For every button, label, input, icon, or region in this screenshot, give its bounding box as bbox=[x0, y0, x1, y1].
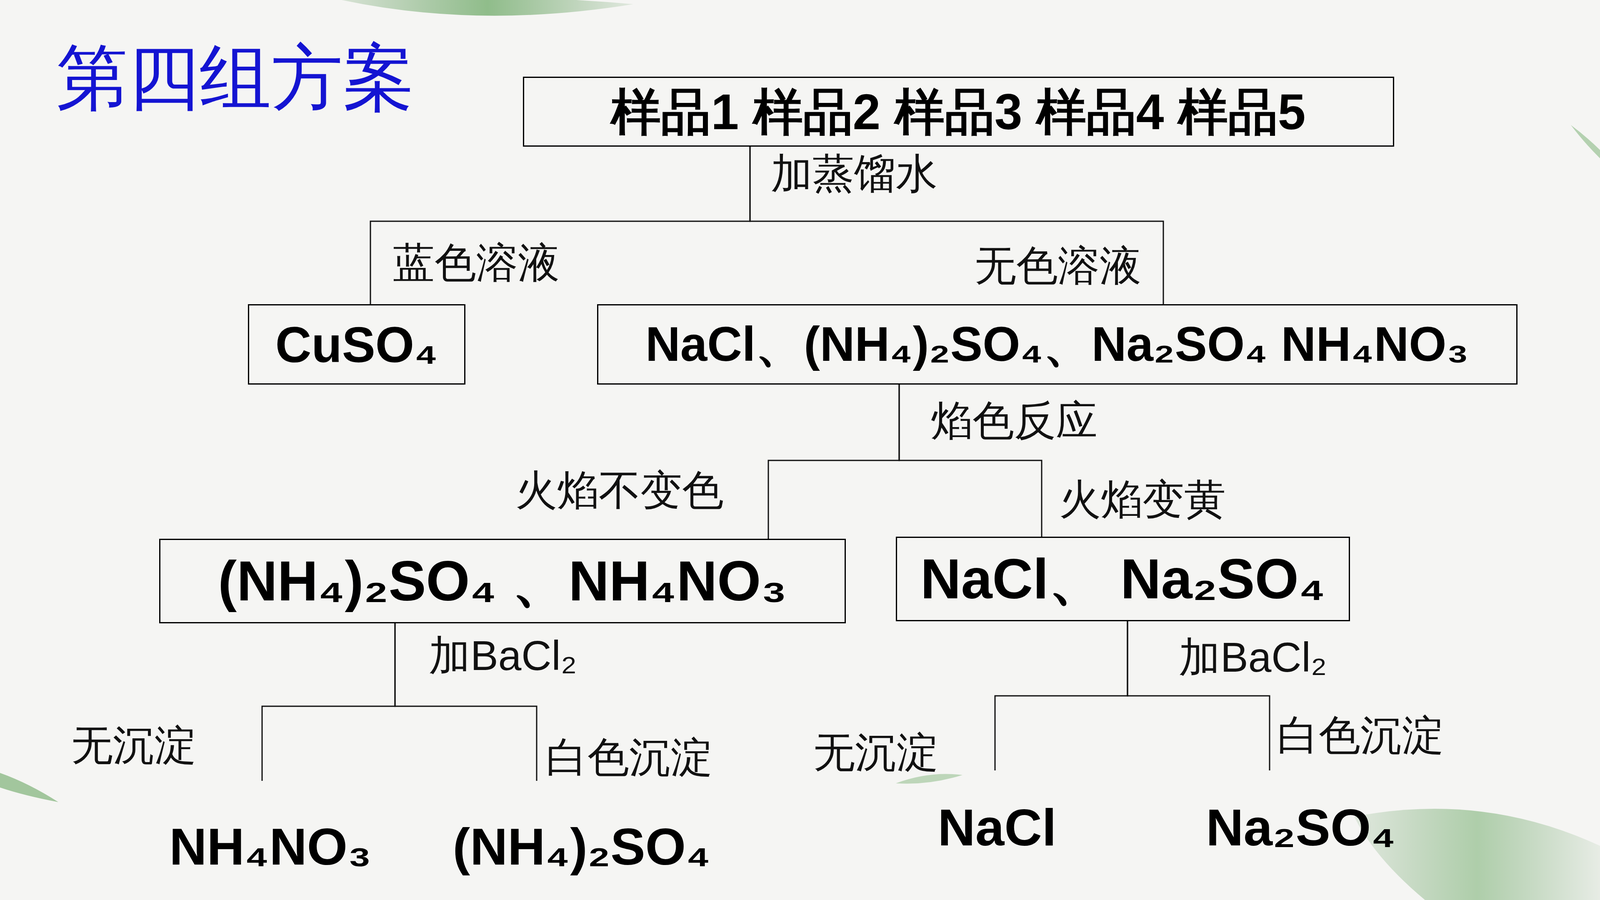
branch-connector bbox=[370, 146, 750, 305]
branch-connector bbox=[768, 384, 900, 539]
leaf bbox=[1570, 125, 1600, 159]
process-box: (NH₄)₂SO₄ 、NH₄NO₃ bbox=[159, 538, 846, 624]
step-label: 焰色反应 bbox=[930, 397, 1098, 444]
node-text: (NH₄)₂SO₄ bbox=[452, 816, 711, 877]
node-text: (NH₄)₂SO₄ 、NH₄NO₃ bbox=[217, 548, 787, 614]
node-text: NH₄NO₃ bbox=[169, 816, 372, 877]
edge-label: 白色沉淀 bbox=[545, 734, 713, 780]
process-box: CuSO₄ bbox=[247, 304, 466, 385]
node-text: Na₂SO₄ bbox=[1205, 797, 1396, 858]
node-text: 样品1 样品2 样品3 样品4 样品5 bbox=[610, 82, 1306, 141]
diagram-title: 第四组方案 bbox=[56, 38, 415, 118]
edge-label: 蓝色溶液 bbox=[392, 239, 560, 286]
node-text: NaCl、 Na₂SO₄ bbox=[920, 546, 1326, 612]
edge-label: 无沉淀 bbox=[71, 722, 197, 768]
result-text: Na₂SO₄ bbox=[1203, 796, 1398, 859]
edge-label: 无色溶液 bbox=[974, 242, 1142, 289]
result-text: (NH₄)₂SO₄ bbox=[450, 815, 713, 878]
node-text: NaCl、(NH₄)₂SO₄、Na₂SO₄ NH₄NO₃ bbox=[645, 316, 1469, 373]
edge-label: 无沉淀 bbox=[813, 729, 939, 775]
leaf bbox=[895, 774, 963, 784]
process-box: 样品1 样品2 样品3 样品4 样品5 bbox=[522, 76, 1395, 147]
step-label: 加BaCl₂ bbox=[1178, 634, 1328, 680]
branch-connector bbox=[995, 621, 1128, 771]
edge-label: 火焰不变色 bbox=[515, 467, 724, 513]
node-text: CuSO₄ bbox=[275, 315, 439, 374]
branch-connector bbox=[262, 623, 395, 781]
result-text: NH₄NO₃ bbox=[167, 815, 374, 878]
leaf bbox=[341, 0, 634, 16]
step-label: 加蒸馏水 bbox=[770, 150, 938, 197]
process-box: NaCl、(NH₄)₂SO₄、Na₂SO₄ NH₄NO₃ bbox=[597, 304, 1518, 385]
edge-label: 火焰变黄 bbox=[1059, 476, 1226, 523]
result-text: NaCl bbox=[935, 796, 1059, 859]
branch-connector bbox=[750, 146, 1164, 305]
process-box: NaCl、 Na₂SO₄ bbox=[895, 536, 1350, 622]
edge-label: 白色沉淀 bbox=[1277, 712, 1444, 758]
leaf bbox=[0, 772, 59, 803]
node-text: NaCl bbox=[937, 797, 1057, 858]
step-label: 加BaCl₂ bbox=[428, 632, 578, 679]
